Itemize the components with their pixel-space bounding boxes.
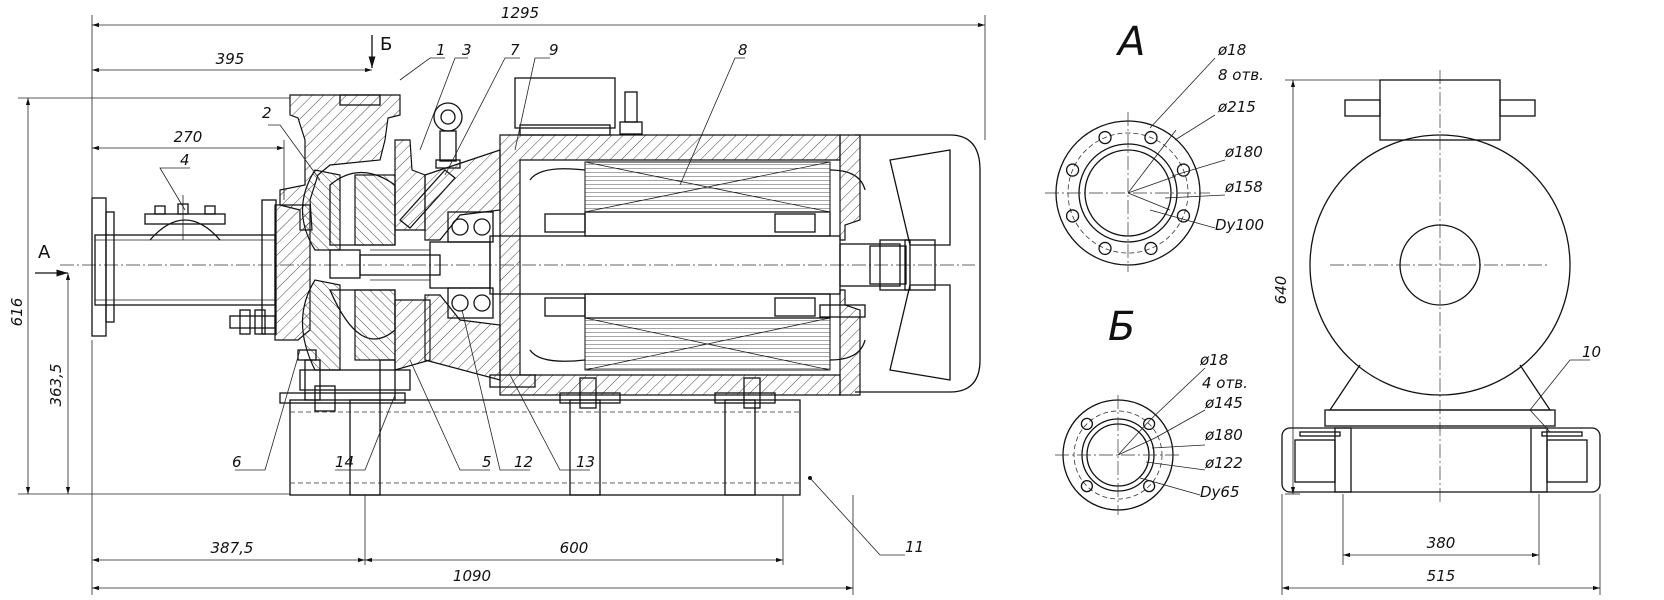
bolt-hole [1142, 417, 1156, 431]
part-label-2: 2 [262, 104, 272, 122]
flange-a-bolt-circle: ø215 [1217, 98, 1256, 116]
section-arrow-a: А [35, 242, 68, 277]
part-label-9: 9 [549, 41, 559, 59]
bolt-hole [1065, 163, 1080, 177]
eye-bolt [433, 102, 463, 169]
part-label-1: 1 [436, 41, 446, 59]
bolt-hole [1176, 209, 1191, 223]
svg-text:1295: 1295 [501, 4, 539, 22]
bolt-hole [1098, 130, 1112, 145]
bolt-hole [1144, 130, 1158, 145]
side-base-frame [1281, 427, 1601, 493]
part-label-4: 4 [180, 151, 190, 169]
dim-overall-height: 616 [8, 97, 290, 495]
part-leaders [159, 57, 1590, 556]
flange-a-raised-face: ø180 [1224, 143, 1263, 161]
dim-overall-length: 1295 [91, 4, 986, 200]
part-10-leader-b [1529, 409, 1551, 433]
svg-text:640: 640 [1272, 276, 1290, 305]
svg-text:А: А [38, 242, 51, 263]
svg-text:363,5: 363,5 [47, 364, 65, 407]
flange-b-leaders [1117, 367, 1206, 496]
svg-text:1090: 1090 [453, 567, 491, 585]
side-view: 640 380 515 [1272, 70, 1601, 595]
part-labels: 1 2 3 4 5 6 7 8 9 10 11 12 13 14 [180, 41, 1601, 556]
part-label-12: 12 [514, 453, 533, 471]
dim-inlet-pipe-length: 270 [92, 128, 285, 200]
part-label-10: 10 [1582, 343, 1601, 361]
dim-axis-height: 363,5 [47, 273, 71, 494]
flange-b-raised-face: ø180 [1204, 426, 1243, 444]
dim-inlet-to-section: 395 [92, 50, 372, 73]
part-label-3: 3 [462, 41, 472, 59]
bolt-hole [1098, 241, 1112, 256]
bearing-housing [424, 149, 501, 381]
bolt-hole [1065, 209, 1080, 223]
bolt-hole [1080, 417, 1094, 431]
dim-foot-offset: 387,5 [91, 340, 366, 595]
flange-b-bolt-circle: ø145 [1204, 394, 1243, 412]
flange-b-nominal: Dy65 [1200, 483, 1240, 501]
flange-b-holes-count: 4 отв. [1202, 374, 1248, 392]
svg-text:387,5: 387,5 [211, 539, 254, 557]
flange-a-leaders [1127, 57, 1226, 229]
part-label-7: 7 [510, 41, 520, 59]
bolt-hole [1144, 241, 1158, 256]
flange-b-holes-dia: ø18 [1199, 351, 1228, 369]
part-label-6: 6 [232, 453, 242, 471]
part-label-14: 14 [335, 453, 354, 471]
flange-a-holes-count: 8 отв. [1218, 66, 1264, 84]
flange-a-nominal: Dy100 [1215, 216, 1264, 234]
svg-text:515: 515 [1427, 567, 1456, 585]
svg-text:270: 270 [174, 128, 203, 146]
flange-a-bolt-holes [1065, 130, 1191, 256]
svg-text:Б: Б [380, 34, 392, 55]
motor [489, 77, 981, 396]
inlet-pipe [91, 195, 277, 337]
dim-side-width: 515 [1281, 494, 1601, 595]
pump-casing [229, 94, 431, 401]
flange-a-inner-dia: ø158 [1224, 178, 1263, 196]
svg-text:616: 616 [8, 298, 26, 327]
dim-foot-spacing: 600 [365, 495, 784, 565]
svg-text:395: 395 [216, 50, 245, 68]
flange-b-inner-dia: ø122 [1204, 454, 1243, 472]
svg-text:600: 600 [560, 539, 589, 557]
dim-side-foot-spacing: 380 [1342, 494, 1540, 565]
flange-a-holes-dia: ø18 [1217, 41, 1246, 59]
bolt-hole [1080, 479, 1094, 493]
dim-frame-length: 1090 [92, 495, 854, 595]
section-arrow-b: Б [368, 34, 392, 68]
svg-text:380: 380 [1427, 534, 1456, 552]
part-label-11: 11 [905, 538, 924, 556]
flange-view-a: А ø18 8 отв. ø215 ø180 ø158 Dy100 [1045, 19, 1264, 272]
part-label-5: 5 [482, 453, 492, 471]
bolt-hole [1176, 163, 1191, 177]
part-label-13: 13 [576, 453, 595, 471]
part-label-8: 8 [738, 41, 748, 59]
flange-a-title: А [1115, 19, 1145, 65]
flange-view-b: Б ø18 4 отв. ø145 ø180 ø122 Dy65 [1055, 304, 1248, 515]
flange-b-title: Б [1108, 304, 1135, 350]
main-section-view: А Б 1 2 3 4 5 6 [8, 4, 1601, 595]
dim-side-height: 640 [1272, 79, 1380, 495]
